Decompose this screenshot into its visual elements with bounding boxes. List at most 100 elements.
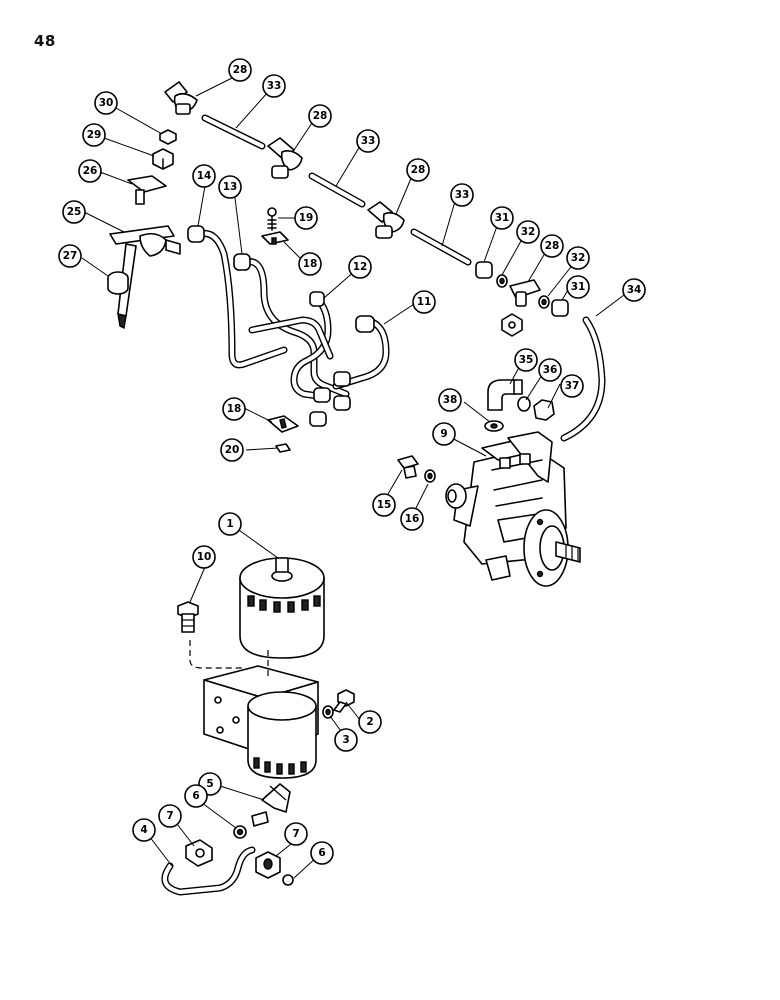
nut-29	[152, 148, 174, 170]
injector-assembly	[107, 129, 181, 330]
svg-text:28: 28	[233, 64, 248, 76]
clamp-26	[127, 175, 167, 205]
tee-fitting-28b	[267, 137, 303, 179]
pipe-nut-a	[313, 387, 331, 403]
callout-10: 10	[192, 545, 216, 569]
svg-text:30: 30	[99, 97, 114, 109]
svg-text:35: 35	[519, 354, 534, 366]
callout-37: 37	[560, 374, 584, 398]
tee-fitting-28a	[164, 81, 198, 115]
svg-text:37: 37	[565, 380, 580, 392]
svg-text:28: 28	[313, 110, 328, 122]
callout-2: 2	[358, 710, 382, 734]
callout-31: 31	[566, 275, 590, 299]
nut-7a	[185, 839, 213, 867]
pipe-nut-c	[309, 411, 327, 427]
callout-27: 27	[58, 244, 82, 268]
callout-12: 12	[348, 255, 372, 279]
svg-text:2: 2	[366, 716, 373, 728]
callout-28: 28	[406, 158, 430, 182]
callout-34: 34	[622, 278, 646, 302]
nut-31a	[475, 261, 493, 279]
svg-text:11: 11	[417, 296, 432, 308]
svg-text:28: 28	[545, 240, 560, 252]
washer-32b	[538, 295, 550, 309]
bolt-2	[333, 689, 355, 713]
callout-29: 29	[82, 123, 106, 147]
callout-30: 30	[94, 91, 118, 115]
svg-text:5: 5	[206, 778, 213, 790]
filter-upper-ribs	[247, 595, 321, 613]
svg-text:4: 4	[140, 824, 147, 836]
tee-fitting-28c	[367, 201, 405, 239]
callout-7: 7	[158, 804, 182, 828]
callout-7: 7	[284, 822, 308, 846]
svg-text:19: 19	[299, 212, 314, 224]
svg-text:28: 28	[411, 164, 426, 176]
pump-boss-b	[519, 453, 531, 465]
svg-text:31: 31	[571, 281, 586, 293]
nut-31b	[551, 299, 569, 317]
screw-19	[267, 207, 277, 231]
nut-7b	[255, 851, 281, 879]
callout-6: 6	[310, 841, 334, 865]
pump-drive-flange	[523, 509, 581, 587]
callout-20: 20	[220, 438, 244, 462]
callout-35: 35	[514, 348, 538, 372]
nut-below-tee	[501, 313, 523, 337]
callout-33: 33	[450, 183, 474, 207]
washer-32a	[496, 274, 508, 288]
fuel-filter-1	[189, 557, 325, 779]
callout-9: 9	[432, 422, 456, 446]
callout-26: 26	[78, 159, 102, 183]
tube-33b	[308, 172, 366, 208]
callout-1: 1	[218, 512, 242, 536]
svg-text:7: 7	[166, 810, 173, 822]
callout-28: 28	[228, 58, 252, 82]
elbow-5	[251, 783, 291, 827]
svg-text:6: 6	[192, 790, 199, 802]
elbow-35	[487, 379, 523, 411]
svg-text:20: 20	[225, 444, 240, 456]
callout-4: 4	[132, 818, 156, 842]
svg-text:29: 29	[87, 129, 102, 141]
tube-33a	[201, 114, 266, 150]
svg-text:25: 25	[67, 206, 82, 218]
svg-text:16: 16	[405, 513, 420, 525]
callout-18: 18	[298, 252, 322, 276]
svg-text:34: 34	[627, 284, 642, 296]
page-number: 48	[34, 32, 56, 50]
callout-31: 31	[490, 206, 514, 230]
callout-11: 11	[412, 290, 436, 314]
callout-28: 28	[308, 104, 332, 128]
clip-20	[275, 443, 291, 453]
tee-fitting-28d	[509, 279, 541, 307]
filter-lower-ribs	[253, 757, 307, 775]
callout-28: 28	[540, 234, 564, 258]
svg-text:27: 27	[63, 250, 78, 262]
svg-text:13: 13	[223, 181, 238, 193]
callout-25: 25	[62, 200, 86, 224]
svg-text:10: 10	[197, 551, 212, 563]
injection-pipes	[187, 225, 390, 427]
washer-3	[322, 705, 334, 719]
callout-13: 13	[218, 175, 242, 199]
svg-text:33: 33	[455, 189, 470, 201]
svg-text:12: 12	[353, 261, 368, 273]
callout-19: 19	[294, 206, 318, 230]
fitting-15	[397, 455, 419, 479]
washer-38	[484, 420, 504, 432]
svg-text:36: 36	[543, 364, 558, 376]
washer-36	[517, 396, 531, 412]
svg-text:31: 31	[495, 212, 510, 224]
svg-text:15: 15	[377, 499, 392, 511]
callout-32: 32	[516, 220, 540, 244]
svg-text:33: 33	[267, 80, 282, 92]
bolt-10	[177, 601, 199, 633]
washer-6b	[282, 874, 294, 886]
clamp-18b	[267, 415, 299, 433]
svg-text:7: 7	[292, 828, 299, 840]
return-line-assembly	[164, 81, 606, 442]
svg-text:14: 14	[197, 170, 212, 182]
